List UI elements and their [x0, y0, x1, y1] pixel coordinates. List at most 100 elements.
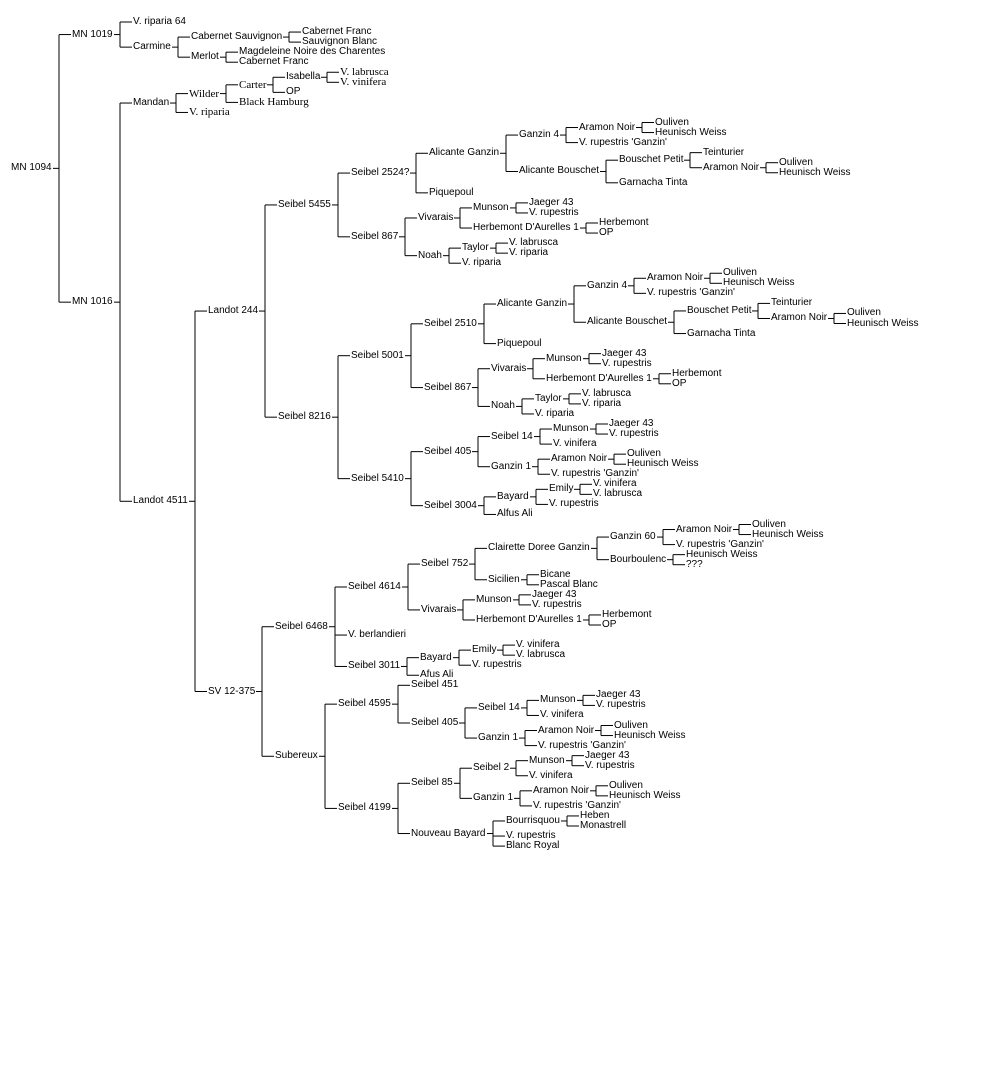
node-ouliven: Ouliven	[846, 307, 882, 320]
node-v-berlandieri: V. berlandieri	[347, 629, 408, 642]
node-emily: Emily	[471, 644, 498, 657]
node-jaeger-43: Jaeger 43	[608, 418, 655, 430]
node-aramon-noir: Aramon Noir	[578, 121, 637, 134]
node-herbemont: Herbemont	[598, 217, 650, 229]
node-noah: Noah	[417, 249, 443, 262]
node-v-rupestris: V. rupestris	[601, 357, 653, 370]
node-v-rupestris: V. rupestris	[528, 206, 580, 219]
node-jaeger-43: Jaeger 43	[531, 588, 578, 601]
node-seibel-4199: Seibel 4199	[337, 802, 392, 815]
node-vivarais: Vivarais	[490, 362, 528, 375]
node-v-labrusca: V. labrusca	[581, 387, 633, 400]
node-alicante-ganzin: Alicante Ganzin	[496, 298, 569, 311]
node-v-labrusca: V. labrusca	[515, 649, 567, 662]
node-garnacha-tinta: Garnacha Tinta	[686, 327, 757, 340]
node-v-vinifera: V. vinifera	[552, 438, 598, 451]
node-munson: Munson	[472, 201, 510, 214]
node-seibel-867: Seibel 867	[423, 381, 473, 394]
node-heunisch-weiss: Heunisch Weiss	[608, 789, 682, 802]
node-v-rupestris-ganzin: V. rupestris 'Ganzin'	[532, 799, 622, 812]
node-landot-244: Landot 244	[207, 305, 260, 318]
node-seibel-3004: Seibel 3004	[423, 499, 478, 512]
node-seibel-2510: Seibel 2510	[423, 317, 478, 330]
node-merlot: Merlot	[190, 51, 220, 64]
node-v-riparia: V. riparia	[508, 247, 550, 260]
node-seibel-5455: Seibel 5455	[277, 198, 332, 211]
node-ganzin-1: Ganzin 1	[490, 460, 533, 473]
node-munson: Munson	[545, 352, 583, 365]
node-munson: Munson	[528, 754, 566, 767]
node-ouliven: Ouliven	[608, 779, 644, 792]
node-v-rupestris: V. rupestris	[584, 759, 636, 772]
node-seibel-405: Seibel 405	[423, 445, 473, 458]
node-v-vinifera: V. vinifera	[528, 769, 574, 782]
node-v-rupestris-ganzin: V. rupestris 'Ganzin'	[578, 136, 668, 149]
node-v-vinifera: V. vinifera	[592, 478, 638, 491]
node-heunisch-weiss: Heunisch Weiss	[722, 277, 796, 290]
node-jaeger-43: Jaeger 43	[528, 196, 575, 209]
node-alicante-bouschet: Alicante Bouschet	[586, 316, 669, 329]
node-v-vinifera: V. vinifera	[339, 76, 388, 89]
node-monastrell: Monastrell	[579, 820, 628, 832]
node-bourboulenc: Bourboulenc	[609, 553, 668, 566]
node-bayard: Bayard	[419, 651, 453, 664]
node-seibel-5001: Seibel 5001	[350, 349, 405, 362]
node-garnacha-tinta: Garnacha Tinta	[618, 176, 689, 189]
node-heunisch-weiss: Heunisch Weiss	[613, 729, 687, 742]
node-v-riparia: V. riparia	[581, 397, 623, 410]
node-carter: Carter	[238, 78, 268, 91]
node-aramon-noir: Aramon Noir	[702, 161, 761, 174]
node-v-rupestris-ganzin: V. rupestris 'Ganzin'	[675, 538, 765, 551]
node-taylor: Taylor	[461, 242, 490, 255]
node-alicante-bouschet: Alicante Bouschet	[518, 165, 601, 178]
node-black-hamburg: Black Hamburg	[238, 96, 310, 109]
node-seibel-3011: Seibel 3011	[347, 660, 402, 673]
node-landot-4511: Landot 4511	[132, 495, 189, 508]
node-herbemont-d-aurelles-1: Herbemont D'Aurelles 1	[472, 222, 580, 235]
node-carmine: Carmine	[132, 41, 172, 54]
node-heunisch-weiss: Heunisch Weiss	[654, 126, 728, 139]
node-cabernet-franc: Cabernet Franc	[301, 26, 373, 39]
node-v-riparia-64: V. riparia 64	[132, 16, 187, 28]
node-emily: Emily	[548, 483, 575, 496]
node-v-vinifera: V. vinifera	[539, 709, 585, 722]
node-ouliven: Ouliven	[613, 719, 649, 732]
node-seibel-5410: Seibel 5410	[350, 472, 405, 485]
node-aramon-noir: Aramon Noir	[550, 453, 609, 466]
node-bourrisquou: Bourrisquou	[505, 814, 561, 827]
node-heunisch-weiss: Heunisch Weiss	[626, 458, 700, 471]
node-seibel-405: Seibel 405	[410, 716, 460, 729]
node-seibel-8216: Seibel 8216	[277, 411, 332, 424]
node-heunisch-weiss: Heunisch Weiss	[846, 317, 920, 330]
node-afus-ali: Afus Ali	[419, 669, 455, 682]
node-vivarais: Vivarais	[420, 603, 458, 616]
node-pascal-blanc: Pascal Blanc	[539, 578, 599, 591]
node-ganzin-4: Ganzin 4	[518, 129, 561, 142]
node-ganzin-60: Ganzin 60	[609, 531, 657, 544]
node-ouliven: Ouliven	[778, 156, 814, 169]
node-ouliven: Ouliven	[654, 116, 690, 129]
node-seibel-867: Seibel 867	[350, 230, 400, 243]
node-herbemont-d-aurelles-1: Herbemont D'Aurelles 1	[475, 613, 583, 626]
node-heben: Heben	[579, 809, 611, 822]
node-v-labrusca: V. labrusca	[508, 237, 560, 250]
node-nouveau-bayard: Nouveau Bayard	[410, 827, 487, 840]
node-v-riparia: V. riparia	[534, 407, 576, 420]
node-mn-1094: MN 1094	[10, 162, 53, 175]
node-bouschet-petit: Bouschet Petit	[618, 154, 685, 167]
node-teinturier: Teinturier	[770, 297, 814, 310]
node-ouliven: Ouliven	[722, 267, 758, 280]
node-herbemont: Herbemont	[671, 367, 723, 380]
node-v-rupestris: V. rupestris	[505, 830, 557, 843]
node-sv-12-375: SV 12-375	[207, 685, 257, 698]
node-ouliven: Ouliven	[626, 448, 662, 461]
node-: ???	[685, 558, 704, 571]
node-v-rupestris-ganzin: V. rupestris 'Ganzin'	[537, 739, 627, 752]
node-jaeger-43: Jaeger 43	[584, 749, 631, 762]
node-vivarais: Vivarais	[417, 211, 455, 224]
node-v-rupestris: V. rupestris	[548, 498, 600, 511]
node-noah: Noah	[490, 400, 516, 413]
node-cabernet-franc: Cabernet Franc	[238, 56, 310, 69]
node-ganzin-4: Ganzin 4	[586, 279, 629, 292]
